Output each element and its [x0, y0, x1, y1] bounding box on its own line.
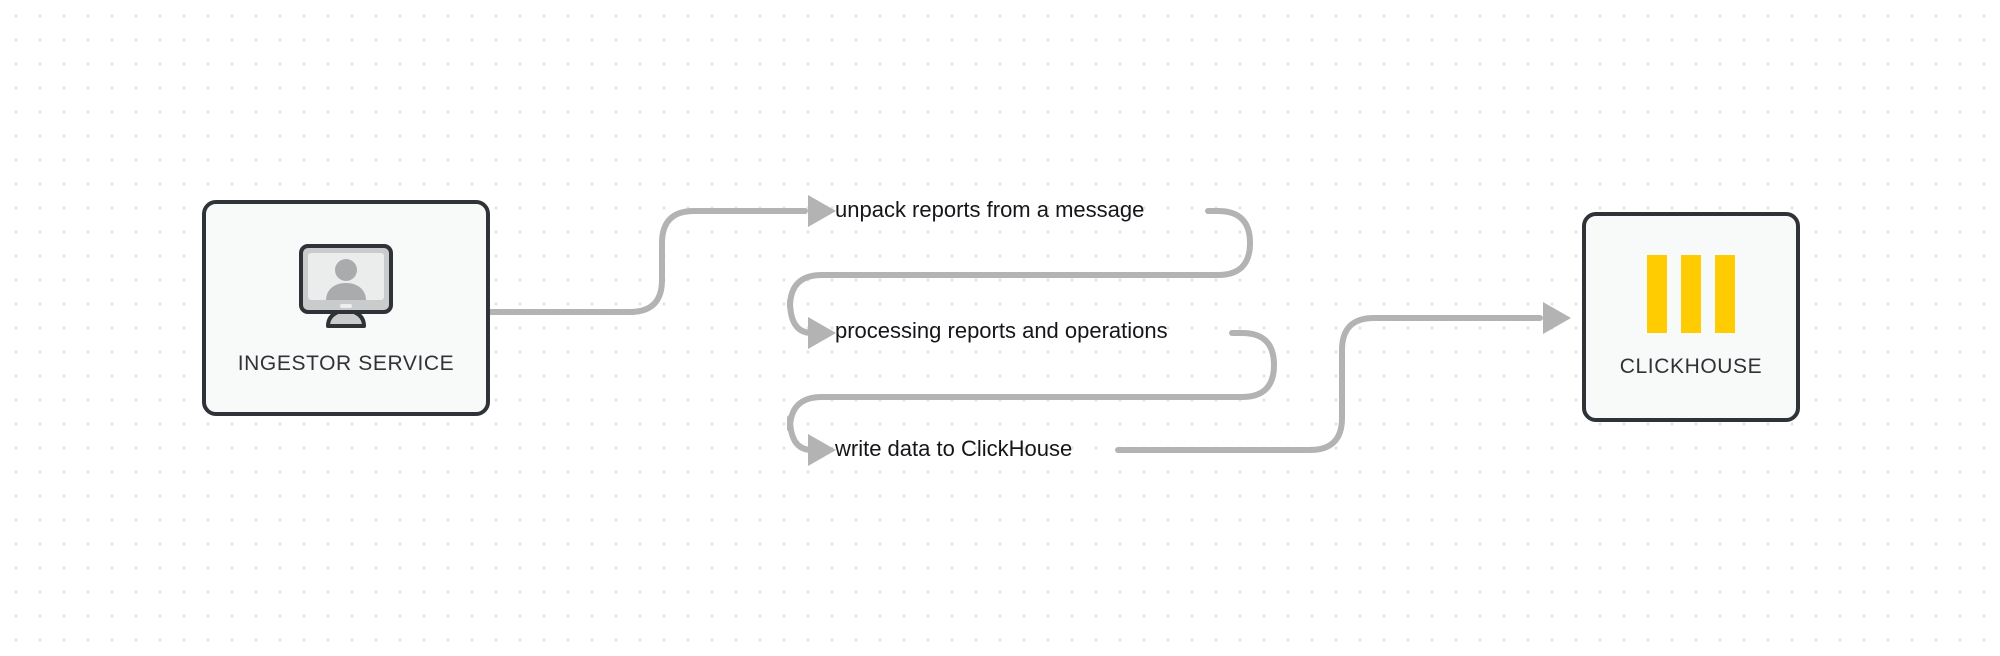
clickhouse-bars-icon: [1647, 255, 1735, 333]
edge-segment-ingestor-to-unpack: [487, 208, 808, 315]
node-clickhouse[interactable]: CLICKHOUSE: [1582, 212, 1800, 422]
edge-segment-write-to-clickhouse: [1115, 315, 1543, 453]
arrow-head-unpack: [808, 195, 836, 227]
edge-segment-processing-to-write: [787, 330, 1277, 453]
clickhouse-bar-2: [1681, 255, 1701, 333]
node-label-clickhouse: CLICKHOUSE: [1619, 355, 1763, 378]
clickhouse-bar-3: [1715, 255, 1735, 333]
clickhouse-bar-1: [1647, 255, 1667, 333]
arrow-head-processing: [808, 317, 836, 349]
edge-segment-unpack-to-processing: [787, 208, 1253, 336]
monitor-user-icon: [294, 240, 398, 336]
node-ingestor-service[interactable]: INGESTOR SERVICE: [202, 200, 490, 416]
arrow-head-clickhouse: [1543, 302, 1571, 334]
edge-label-write-data: write data to ClickHouse: [835, 436, 1073, 461]
edge-label-unpack-reports: unpack reports from a message: [835, 197, 1145, 222]
arrow-head-write: [808, 434, 836, 466]
node-label-ingestor-service: INGESTOR SERVICE: [237, 352, 455, 375]
edge-label-processing-reports: processing reports and operations: [835, 318, 1168, 343]
